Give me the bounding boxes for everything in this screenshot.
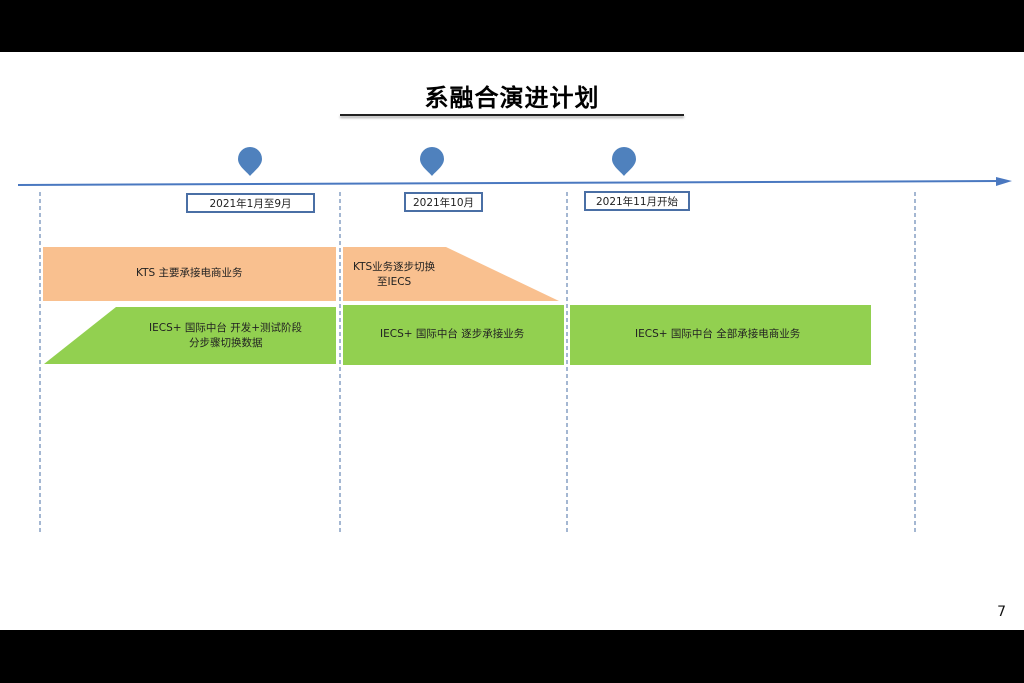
date-label-3: 2021年11月开始 <box>584 191 690 211</box>
iecs-dev-text-line1: IECS+ 国际中台 开发+测试阶段 <box>149 322 302 334</box>
iecs-full-text: IECS+ 国际中台 全部承接电商业务 <box>635 328 801 340</box>
page-number: 7 <box>997 604 1006 620</box>
iecs-gradual-text: IECS+ 国际中台 逐步承接业务 <box>380 328 525 340</box>
map-pin-icon <box>238 147 262 176</box>
slide-title: 系融合演进计划 <box>424 84 600 112</box>
iecs-dev-text-line2: 分步骤切换数据 <box>189 337 263 349</box>
timeline-diagram <box>17 147 1012 532</box>
kts-main-bar <box>43 247 336 301</box>
date-label-2: 2021年10月 <box>404 192 483 212</box>
iecs-gradual-bar <box>343 305 564 365</box>
map-pin-icon <box>612 147 636 176</box>
iecs-dev-bar <box>44 307 336 364</box>
iecs-full-bar <box>570 305 871 365</box>
map-pin-icon <box>420 147 444 176</box>
title-underline <box>340 114 684 116</box>
kts-switch-text-line2: 至IECS <box>377 276 412 288</box>
timeline-arrowhead-icon <box>996 177 1012 186</box>
kts-switch-bar <box>343 247 559 301</box>
date-label-1: 2021年1月至9月 <box>186 193 315 213</box>
kts-switch-text-line1: KTS业务逐步切换 <box>353 261 436 273</box>
timeline-axis <box>17 180 1001 186</box>
kts-main-text: KTS 主要承接电商业务 <box>136 267 243 279</box>
slide: 系融合演进计划 2021年1月至9月 2021年10月 2021年11月开始 K… <box>0 52 1024 630</box>
